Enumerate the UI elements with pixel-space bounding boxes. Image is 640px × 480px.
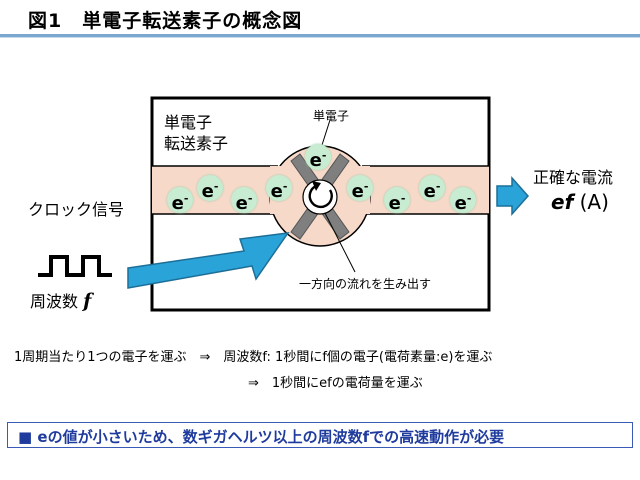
electron-charge: - xyxy=(321,149,327,162)
explanation-line1: 1周期当たり1つの電子を運ぶ ⇒ 周波数f: 1秒間にf個の電子(電荷素量:e)… xyxy=(14,350,493,365)
electron-charge: - xyxy=(183,192,189,205)
banner-text: eの値が小さいため、数ギガヘルツ以上の周波数fでの高速動作が必要 xyxy=(37,428,505,446)
output-value: ef (A) xyxy=(551,190,609,214)
single-electron-label: 単電子 xyxy=(313,109,350,123)
electron: e- xyxy=(347,175,373,202)
output-arrow xyxy=(496,176,530,216)
clock-waveform-icon xyxy=(38,255,112,277)
electron-symbol: e xyxy=(270,181,283,202)
electron-charge: - xyxy=(400,192,406,205)
electron-symbol: e xyxy=(454,193,467,214)
explanation-line2: ⇒ 1秒間にefの電荷量を運ぶ xyxy=(248,376,423,391)
banner-marker-icon: ■ xyxy=(18,428,33,446)
electron-charge: - xyxy=(466,192,472,205)
page-title: 図1 単電子転送素子の概念図 xyxy=(28,10,303,32)
electron: e- xyxy=(197,175,223,202)
electron-charge: - xyxy=(363,180,369,193)
frequency-symbol: f xyxy=(83,290,92,312)
device-label-line2: 転送素子 xyxy=(164,134,229,153)
electron: e- xyxy=(231,187,257,214)
electron-symbol: e xyxy=(171,193,184,214)
electron-charge: - xyxy=(282,180,288,193)
rotation-arrow-icon xyxy=(308,184,333,209)
electron-symbol: e xyxy=(423,181,436,202)
electron-symbol: e xyxy=(235,193,248,214)
electron: e- xyxy=(305,144,331,171)
electron-symbol: e xyxy=(201,181,214,202)
clock-label: クロック信号 xyxy=(28,200,125,219)
clock-input-arrow xyxy=(127,232,290,289)
rotation-label: 一方向の流れを生み出す xyxy=(299,277,432,291)
electron-symbol: e xyxy=(351,181,364,202)
rotation-arrow-head xyxy=(312,181,321,191)
conclusion-banner: ■ eの値が小さいため、数ギガヘルツ以上の周波数fでの高速動作が必要 xyxy=(7,422,633,448)
device-label: 単電子 転送素子 xyxy=(164,112,228,154)
output-label: 正確な電流 xyxy=(533,168,614,187)
output-symbol: ef xyxy=(551,190,574,214)
electron: e- xyxy=(450,187,476,214)
electron-charge: - xyxy=(435,180,441,193)
device-label-line1: 単電子 xyxy=(164,113,213,132)
electron-symbol: e xyxy=(309,150,322,171)
rotation-leader xyxy=(324,212,356,273)
electron: e- xyxy=(419,175,445,202)
electron-symbol: e xyxy=(388,193,401,214)
single-electron-leader xyxy=(321,119,331,146)
banner-text-row: ■ eの値が小さいため、数ギガヘルツ以上の周波数fでの高速動作が必要 xyxy=(18,426,504,447)
electron-charge: - xyxy=(247,192,253,205)
electron: e- xyxy=(266,175,292,202)
electron: e- xyxy=(167,187,193,214)
frequency-label: 周波数 f xyxy=(30,288,91,312)
frequency-text: 周波数 xyxy=(30,292,79,311)
header-rule xyxy=(0,34,640,37)
output-unit: (A) xyxy=(579,190,609,214)
header-rule-light xyxy=(0,37,640,38)
electron-charge: - xyxy=(213,180,219,193)
electron: e- xyxy=(384,187,410,214)
